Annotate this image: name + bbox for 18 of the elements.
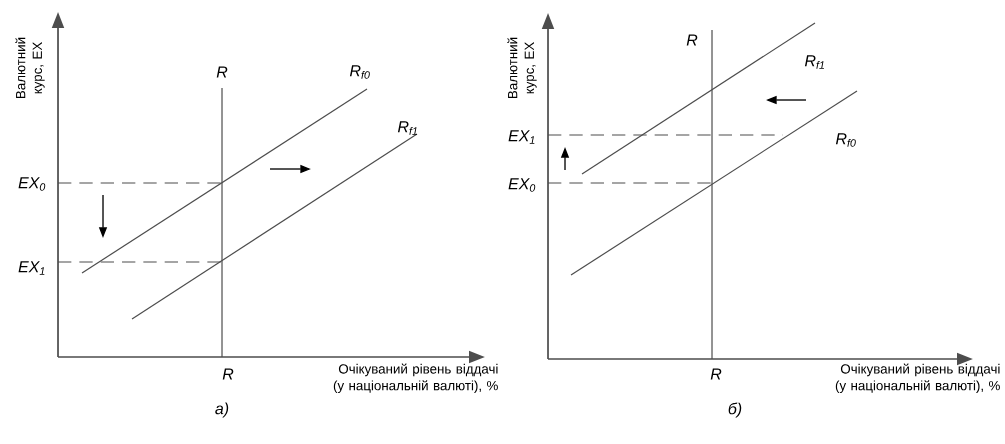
curve-label: R$_{f0}$: [835, 133, 856, 147]
curve-label: R: [222, 368, 234, 380]
curve-label: R$_{f1}$: [804, 55, 824, 69]
axis-title: Очікуваний рівень віддачі (у національній валюті), %: [835, 363, 1000, 393]
tick-label: EX$_{0}$: [18, 177, 46, 191]
curve-label: R: [216, 66, 228, 78]
tick-label: EX$_{1}$: [18, 261, 45, 275]
tick-label: EX$_{0}$: [508, 178, 536, 192]
axis-title: Валютний курс, EX: [15, 37, 45, 98]
panel-label: б): [728, 402, 742, 418]
axis-title: Очікуваний рівень віддачі (у національній валюті), %: [333, 363, 498, 393]
curve-label: R$_{f1}$: [397, 121, 417, 135]
curve-label: R: [686, 34, 698, 46]
axis-title: Валютний курс, EX: [507, 37, 537, 98]
curve-label: R$_{f0}$: [349, 65, 370, 79]
tick-label: EX$_{1}$: [508, 130, 535, 144]
panel-label: а): [215, 402, 229, 418]
curve-label: R: [710, 368, 722, 380]
